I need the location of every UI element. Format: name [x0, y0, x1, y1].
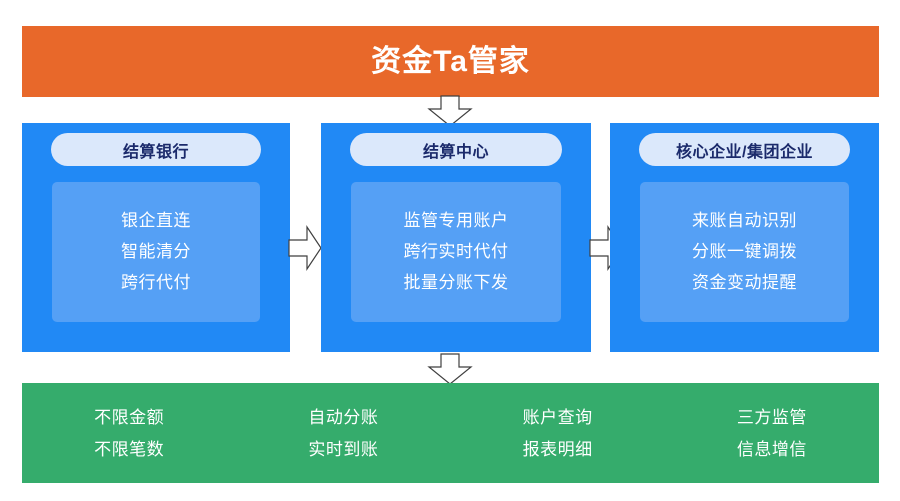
column-core-enterprise: 核心企业/集团企业 来账自动识别 分账一键调拨 资金变动提醒	[610, 123, 879, 352]
arrow-down-icon-top	[421, 95, 479, 127]
column-header-label: 结算银行	[122, 143, 189, 161]
column-item: 资金变动提醒	[692, 272, 797, 292]
column-header-label: 核心企业/集团企业	[676, 143, 813, 161]
footer-item: 账户查询	[522, 407, 593, 427]
arrow-right-icon-1	[288, 221, 322, 275]
footer-item: 自动分账	[308, 407, 379, 427]
column-settlement-bank: 结算银行 银企直连 智能清分 跨行代付	[22, 123, 290, 352]
footer-item: 不限金额	[94, 407, 165, 427]
column-item: 跨行实时代付	[403, 242, 509, 262]
column-settlement-center: 结算中心 监管专用账户 跨行实时代付 批量分账下发	[321, 123, 591, 352]
footer-column: 不限金额 不限笔数	[22, 409, 236, 458]
footer-column: 自动分账 实时到账	[236, 409, 450, 458]
column-header-pill: 结算银行	[51, 133, 261, 166]
column-item: 跨行代付	[121, 272, 191, 292]
column-header-pill: 结算中心	[350, 133, 562, 166]
column-item: 智能清分	[121, 242, 191, 262]
footer-feature-band: 不限金额 不限笔数 自动分账 实时到账 账户查询 报表明细 三方监管 信息增信	[22, 383, 879, 483]
column-item: 分账一键调拨	[692, 242, 797, 262]
footer-column: 三方监管 信息增信	[665, 409, 879, 458]
footer-item: 实时到账	[308, 439, 379, 459]
column-item: 来账自动识别	[692, 211, 797, 231]
title-banner: 资金Ta管家	[22, 26, 879, 97]
column-items-panel: 银企直连 智能清分 跨行代付	[52, 182, 260, 322]
footer-item: 信息增信	[736, 439, 807, 459]
column-item: 监管专用账户	[403, 211, 509, 231]
footer-item: 不限笔数	[94, 439, 165, 459]
column-item: 银企直连	[121, 211, 191, 231]
column-items-panel: 来账自动识别 分账一键调拨 资金变动提醒	[640, 182, 849, 322]
arrow-down-icon-bottom	[421, 353, 479, 385]
page-title: 资金Ta管家	[371, 44, 530, 78]
column-items-panel: 监管专用账户 跨行实时代付 批量分账下发	[351, 182, 561, 322]
footer-item: 三方监管	[736, 407, 807, 427]
column-header-label: 结算中心	[422, 143, 489, 161]
footer-item: 报表明细	[522, 439, 593, 459]
column-item: 批量分账下发	[403, 272, 509, 292]
footer-column: 账户查询 报表明细	[451, 409, 665, 458]
column-header-pill: 核心企业/集团企业	[639, 133, 850, 166]
